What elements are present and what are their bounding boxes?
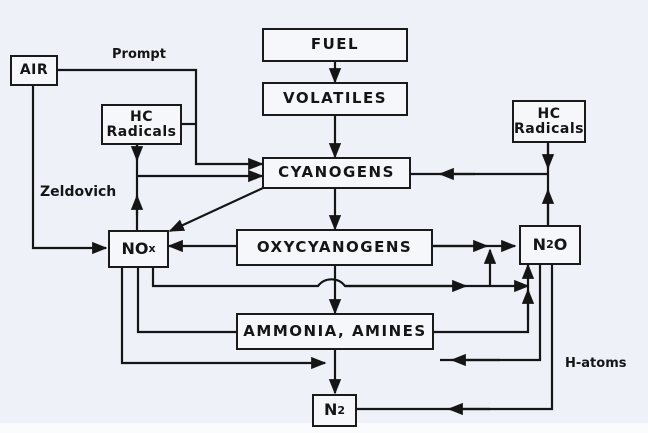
node-hc-radicals-right: HC Radicals: [512, 100, 586, 143]
hc-left-line1: HC: [130, 108, 153, 125]
arrow-nox-n2: [120, 268, 327, 370]
arrow-cyanogens-nox: [168, 187, 264, 232]
nox-main: NO: [121, 238, 149, 258]
page-edge: [0, 423, 648, 433]
node-oxycyanogens-label: OXYCYANOGENS: [256, 237, 413, 256]
arrow-nox-n2o-hop: [151, 268, 530, 293]
arrow-n2o-hatoms-n2: [357, 265, 554, 411]
hc-right-line2: Radicals: [514, 120, 584, 137]
node-ammonia-amines-label: AMMONIA, AMINES: [243, 321, 427, 340]
n2-main: N: [323, 400, 338, 420]
arrow-air-nox: [31, 86, 108, 255]
label-zeldovich: Zeldovich: [40, 184, 117, 200]
n2-sub: 2: [337, 403, 346, 417]
node-hc-radicals-left: HC Radicals: [101, 104, 182, 145]
node-volatiles-label: VOLATILES: [282, 89, 388, 108]
node-oxycyanogens: OXYCYANOGENS: [236, 229, 433, 266]
node-air: AIR: [10, 55, 58, 86]
node-cyanogens-label: CYANOGENS: [278, 163, 395, 182]
arrow-ammonia-n2o: [434, 263, 535, 334]
arrow-air-prompt-cyanogens: [56, 68, 264, 171]
node-ammonia-amines: AMMONIA, AMINES: [236, 313, 434, 350]
n2o-pre: N: [532, 234, 547, 254]
nox-sub: x: [148, 242, 156, 256]
n2o-sub: 2: [546, 238, 554, 252]
n2o-post: O: [553, 234, 568, 254]
label-h-atoms: H-atoms: [565, 356, 627, 371]
hc-right-line1: HC: [537, 105, 561, 122]
node-air-label: AIR: [19, 62, 49, 79]
hc-left-line2: Radicals: [106, 123, 177, 140]
node-fuel: FUEL: [262, 28, 408, 62]
node-fuel-label: FUEL: [310, 35, 360, 54]
node-cyanogens: CYANOGENS: [262, 157, 411, 189]
link-nox-ammonia: [136, 268, 237, 334]
label-prompt: Prompt: [112, 47, 166, 62]
node-volatiles: VOLATILES: [262, 82, 408, 116]
